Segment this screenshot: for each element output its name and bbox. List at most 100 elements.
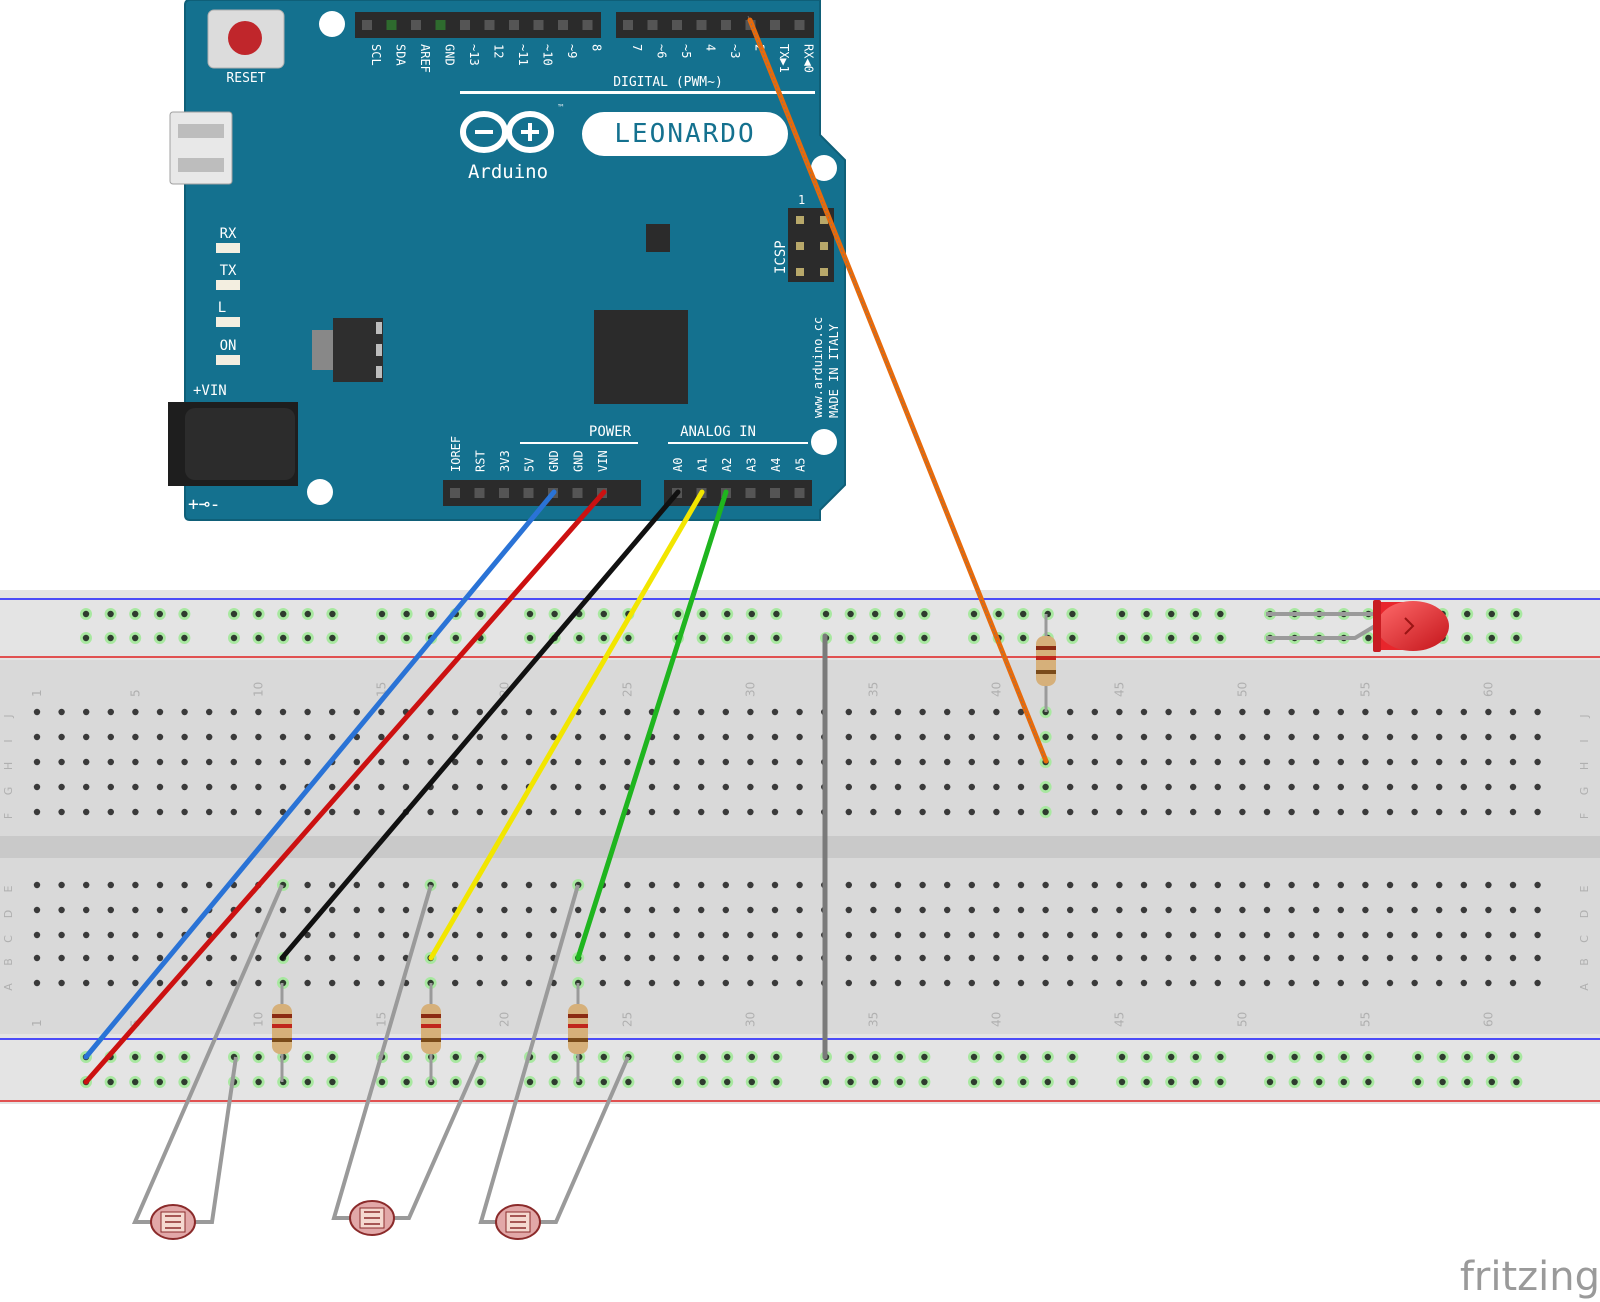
- rail-hole[interactable]: [696, 1051, 709, 1063]
- breadboard-hole[interactable]: [329, 808, 336, 816]
- breadboard-hole[interactable]: [1460, 708, 1467, 716]
- breadboard-hole[interactable]: [944, 808, 951, 816]
- breadboard-hole[interactable]: [1509, 708, 1517, 716]
- breadboard-hole[interactable]: [944, 906, 951, 914]
- rail-hole[interactable]: [524, 608, 536, 620]
- rail-hole[interactable]: [129, 608, 142, 620]
- breadboard-hole[interactable]: [378, 906, 385, 914]
- breadboard-hole[interactable]: [771, 881, 779, 889]
- breadboard-hole[interactable]: [107, 758, 114, 766]
- rail-hole[interactable]: [1461, 632, 1474, 644]
- breadboard-hole[interactable]: [1140, 808, 1148, 816]
- breadboard-hole[interactable]: [1411, 881, 1418, 889]
- rail-hole[interactable]: [622, 632, 635, 644]
- breadboard-hole[interactable]: [796, 733, 803, 741]
- breadboard-hole[interactable]: [1017, 733, 1025, 741]
- breadboard-hole[interactable]: [993, 808, 1000, 816]
- breadboard-hole[interactable]: [1214, 783, 1221, 791]
- breadboard-hole[interactable]: [33, 733, 41, 741]
- breadboard-hole[interactable]: [402, 758, 410, 766]
- rail-hole[interactable]: [1510, 1051, 1523, 1063]
- rail-hole[interactable]: [376, 632, 388, 644]
- rail-hole[interactable]: [1510, 608, 1523, 620]
- rail-hole[interactable]: [968, 1051, 980, 1063]
- breadboard-hole[interactable]: [452, 881, 459, 889]
- breadboard-hole[interactable]: [1165, 931, 1172, 939]
- breadboard-hole[interactable]: [698, 808, 705, 816]
- breadboard-hole[interactable]: [1460, 931, 1467, 939]
- breadboard-hole[interactable]: [1165, 708, 1172, 716]
- breadboard-hole[interactable]: [919, 979, 926, 987]
- breadboard-hole[interactable]: [378, 783, 385, 791]
- breadboard-hole[interactable]: [1485, 808, 1492, 816]
- breadboard-hole[interactable]: [279, 708, 287, 716]
- rail-hole[interactable]: [1214, 632, 1227, 644]
- breadboard-hole[interactable]: [870, 783, 877, 791]
- breadboard-hole[interactable]: [1140, 979, 1148, 987]
- breadboard-hole[interactable]: [796, 906, 803, 914]
- breadboard-hole[interactable]: [1067, 931, 1074, 939]
- breadboard-hole[interactable]: [575, 931, 582, 939]
- rail-hole[interactable]: [672, 608, 684, 620]
- breadboard-hole[interactable]: [599, 733, 606, 741]
- breadboard-hole[interactable]: [673, 954, 680, 962]
- breadboard-hole[interactable]: [83, 906, 90, 914]
- breadboard-hole[interactable]: [1190, 954, 1197, 962]
- breadboard-hole[interactable]: [329, 906, 336, 914]
- breadboard-hole[interactable]: [1116, 733, 1123, 741]
- breadboard-hole[interactable]: [1436, 758, 1443, 766]
- breadboard-hole[interactable]: [1263, 708, 1271, 716]
- breadboard-hole[interactable]: [402, 931, 410, 939]
- breadboard-hole[interactable]: [279, 931, 287, 939]
- breadboard-hole[interactable]: [1337, 906, 1344, 914]
- breadboard-hole[interactable]: [33, 881, 41, 889]
- breadboard-hole[interactable]: [722, 931, 729, 939]
- breadboard-hole[interactable]: [550, 881, 557, 889]
- breadboard-hole[interactable]: [870, 881, 877, 889]
- header-pin[interactable]: [362, 20, 372, 30]
- rail-hole[interactable]: [1337, 1076, 1350, 1088]
- breadboard-hole[interactable]: [1190, 979, 1197, 987]
- breadboard-hole[interactable]: [1386, 758, 1394, 766]
- breadboard-hole[interactable]: [575, 808, 582, 816]
- header-pin[interactable]: [411, 20, 421, 30]
- breadboard-hole[interactable]: [501, 808, 508, 816]
- breadboard-hole[interactable]: [525, 708, 533, 716]
- breadboard-hole[interactable]: [722, 783, 729, 791]
- breadboard-hole[interactable]: [255, 906, 262, 914]
- rail-hole[interactable]: [869, 1076, 882, 1088]
- breadboard-hole[interactable]: [1509, 783, 1517, 791]
- breadboard-hole[interactable]: [329, 954, 336, 962]
- rail-hole[interactable]: [548, 608, 561, 620]
- rail-hole[interactable]: [449, 1051, 462, 1063]
- breadboard-hole[interactable]: [1039, 731, 1052, 743]
- breadboard-hole[interactable]: [796, 979, 803, 987]
- rail-hole[interactable]: [178, 1076, 191, 1088]
- breadboard-hole[interactable]: [599, 906, 606, 914]
- rail-hole[interactable]: [1288, 1051, 1301, 1063]
- breadboard-hole[interactable]: [1067, 979, 1074, 987]
- breadboard-hole[interactable]: [230, 808, 237, 816]
- breadboard-hole[interactable]: [1140, 881, 1148, 889]
- rail-hole[interactable]: [449, 632, 462, 644]
- breadboard-hole[interactable]: [1263, 906, 1271, 914]
- breadboard-hole[interactable]: [427, 708, 434, 716]
- breadboard-hole[interactable]: [206, 979, 213, 987]
- breadboard-hole[interactable]: [624, 954, 631, 962]
- header-pin[interactable]: [696, 20, 707, 30]
- breadboard-hole[interactable]: [1362, 808, 1369, 816]
- breadboard-hole[interactable]: [648, 758, 656, 766]
- breadboard-hole[interactable]: [1534, 979, 1541, 987]
- breadboard-hole[interactable]: [255, 979, 262, 987]
- breadboard-hole[interactable]: [304, 954, 311, 962]
- breadboard-hole[interactable]: [944, 733, 951, 741]
- breadboard-hole[interactable]: [107, 931, 114, 939]
- breadboard-hole[interactable]: [501, 979, 508, 987]
- breadboard-hole[interactable]: [476, 758, 483, 766]
- rail-hole[interactable]: [770, 632, 783, 644]
- rail-hole[interactable]: [524, 1076, 536, 1088]
- breadboard-hole[interactable]: [1436, 733, 1443, 741]
- breadboard-hole[interactable]: [1263, 979, 1271, 987]
- rail-hole[interactable]: [1041, 1051, 1054, 1063]
- breadboard-hole[interactable]: [1534, 881, 1541, 889]
